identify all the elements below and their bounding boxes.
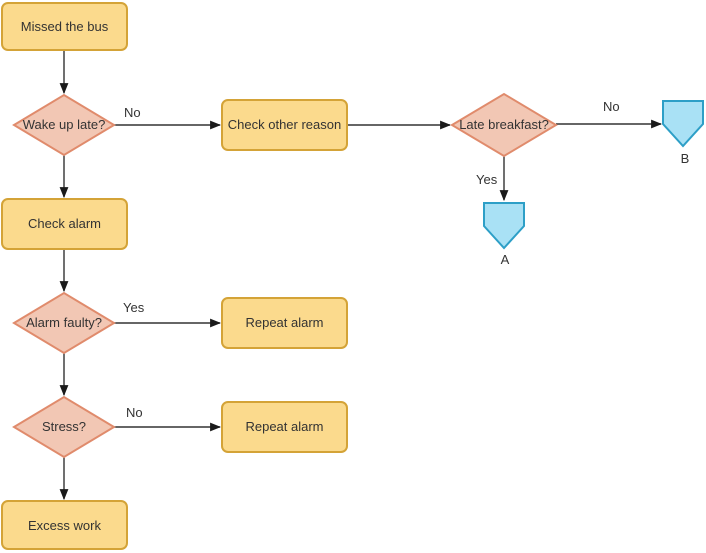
edge-layer: No No Yes Yes No — [59, 50, 663, 501]
node-missed-the-bus[interactable]: Missed the bus — [1, 2, 128, 51]
node-label: Late breakfast? — [459, 117, 549, 132]
decision-shape[interactable] — [12, 93, 116, 157]
node-label: Excess work — [28, 518, 101, 533]
node-label: Missed the bus — [21, 19, 109, 34]
node-repeat-alarm-2[interactable]: Repeat alarm — [221, 401, 348, 453]
process-shape[interactable] — [221, 297, 348, 349]
edge-label-alarm-yes: Yes — [123, 300, 145, 315]
node-check-other-reason[interactable]: Check other reason — [221, 99, 348, 151]
edge-label-breakfast-no: No — [603, 99, 620, 114]
node-label: Wake up late? — [23, 117, 106, 132]
node-check-alarm[interactable]: Check alarm — [1, 198, 128, 250]
process-shape[interactable] — [221, 401, 348, 453]
process-shape[interactable] — [221, 99, 348, 151]
node-wake-up-late[interactable]: Wake up late? — [12, 93, 116, 157]
node-excess-work[interactable]: Excess work — [1, 500, 128, 550]
edge-label-stress-no: No — [126, 405, 143, 420]
node-label: Check other reason — [228, 117, 341, 132]
node-label: Alarm faulty? — [26, 315, 102, 330]
process-shape[interactable] — [1, 2, 128, 51]
node-label: Check alarm — [28, 216, 101, 231]
node-label: Stress? — [42, 419, 86, 434]
decision-shape[interactable] — [12, 291, 116, 355]
node-label: A — [501, 252, 510, 267]
node-label: B — [681, 151, 690, 166]
process-shape[interactable] — [1, 500, 128, 550]
off-page-connector-shape[interactable] — [662, 100, 704, 148]
decision-shape[interactable] — [450, 92, 558, 158]
node-late-breakfast[interactable]: Late breakfast? — [450, 92, 558, 158]
node-label: Repeat alarm — [245, 419, 323, 434]
decision-shape[interactable] — [12, 395, 116, 459]
node-label: Repeat alarm — [245, 315, 323, 330]
node-connector-a[interactable]: A — [483, 202, 525, 267]
process-shape[interactable] — [1, 198, 128, 250]
edge-label-breakfast-yes: Yes — [476, 172, 498, 187]
node-connector-b[interactable]: B — [662, 100, 704, 166]
node-repeat-alarm-1[interactable]: Repeat alarm — [221, 297, 348, 349]
off-page-connector-shape[interactable] — [483, 202, 525, 250]
node-alarm-faulty[interactable]: Alarm faulty? — [12, 291, 116, 355]
node-stress[interactable]: Stress? — [12, 395, 116, 459]
edge-label-wake-no: No — [124, 105, 141, 120]
